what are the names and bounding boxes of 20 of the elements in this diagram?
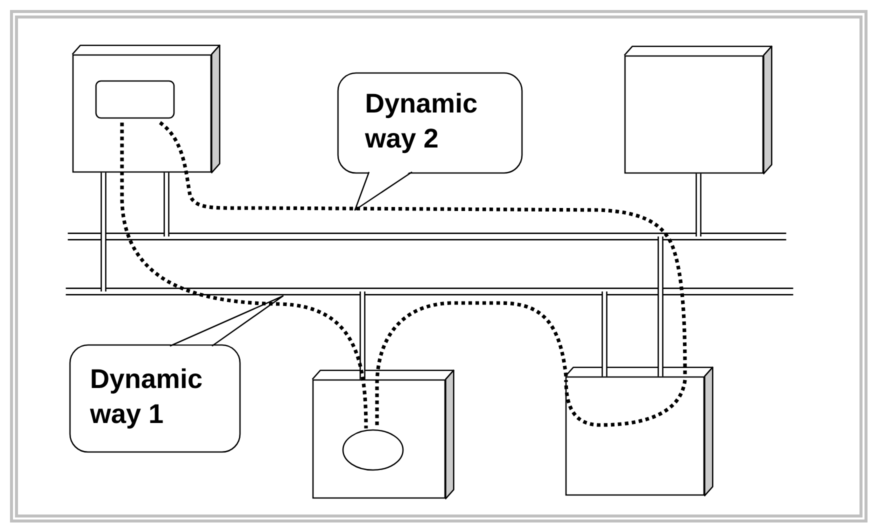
bus-connector (658, 236, 664, 376)
bus-connector (360, 292, 366, 380)
ellipse (342, 429, 404, 471)
device-box (312, 370, 454, 500)
bus-connector (602, 292, 608, 376)
bus-connector (100, 172, 106, 292)
device-box (564, 366, 714, 496)
bus-connector (164, 172, 170, 236)
callout-text: Dynamic way 1 (90, 368, 202, 429)
bus-connector (696, 174, 702, 236)
device-box (624, 46, 772, 174)
callout-text: Dynamic way 2 (364, 92, 477, 154)
speech-bubble (69, 295, 284, 453)
bus-line (67, 232, 787, 240)
bus-line (65, 288, 794, 296)
dotted-path (158, 121, 687, 376)
display-screen (95, 80, 175, 119)
speech-bubble (337, 72, 523, 211)
device-box (72, 44, 220, 174)
dotted-path (120, 122, 368, 428)
